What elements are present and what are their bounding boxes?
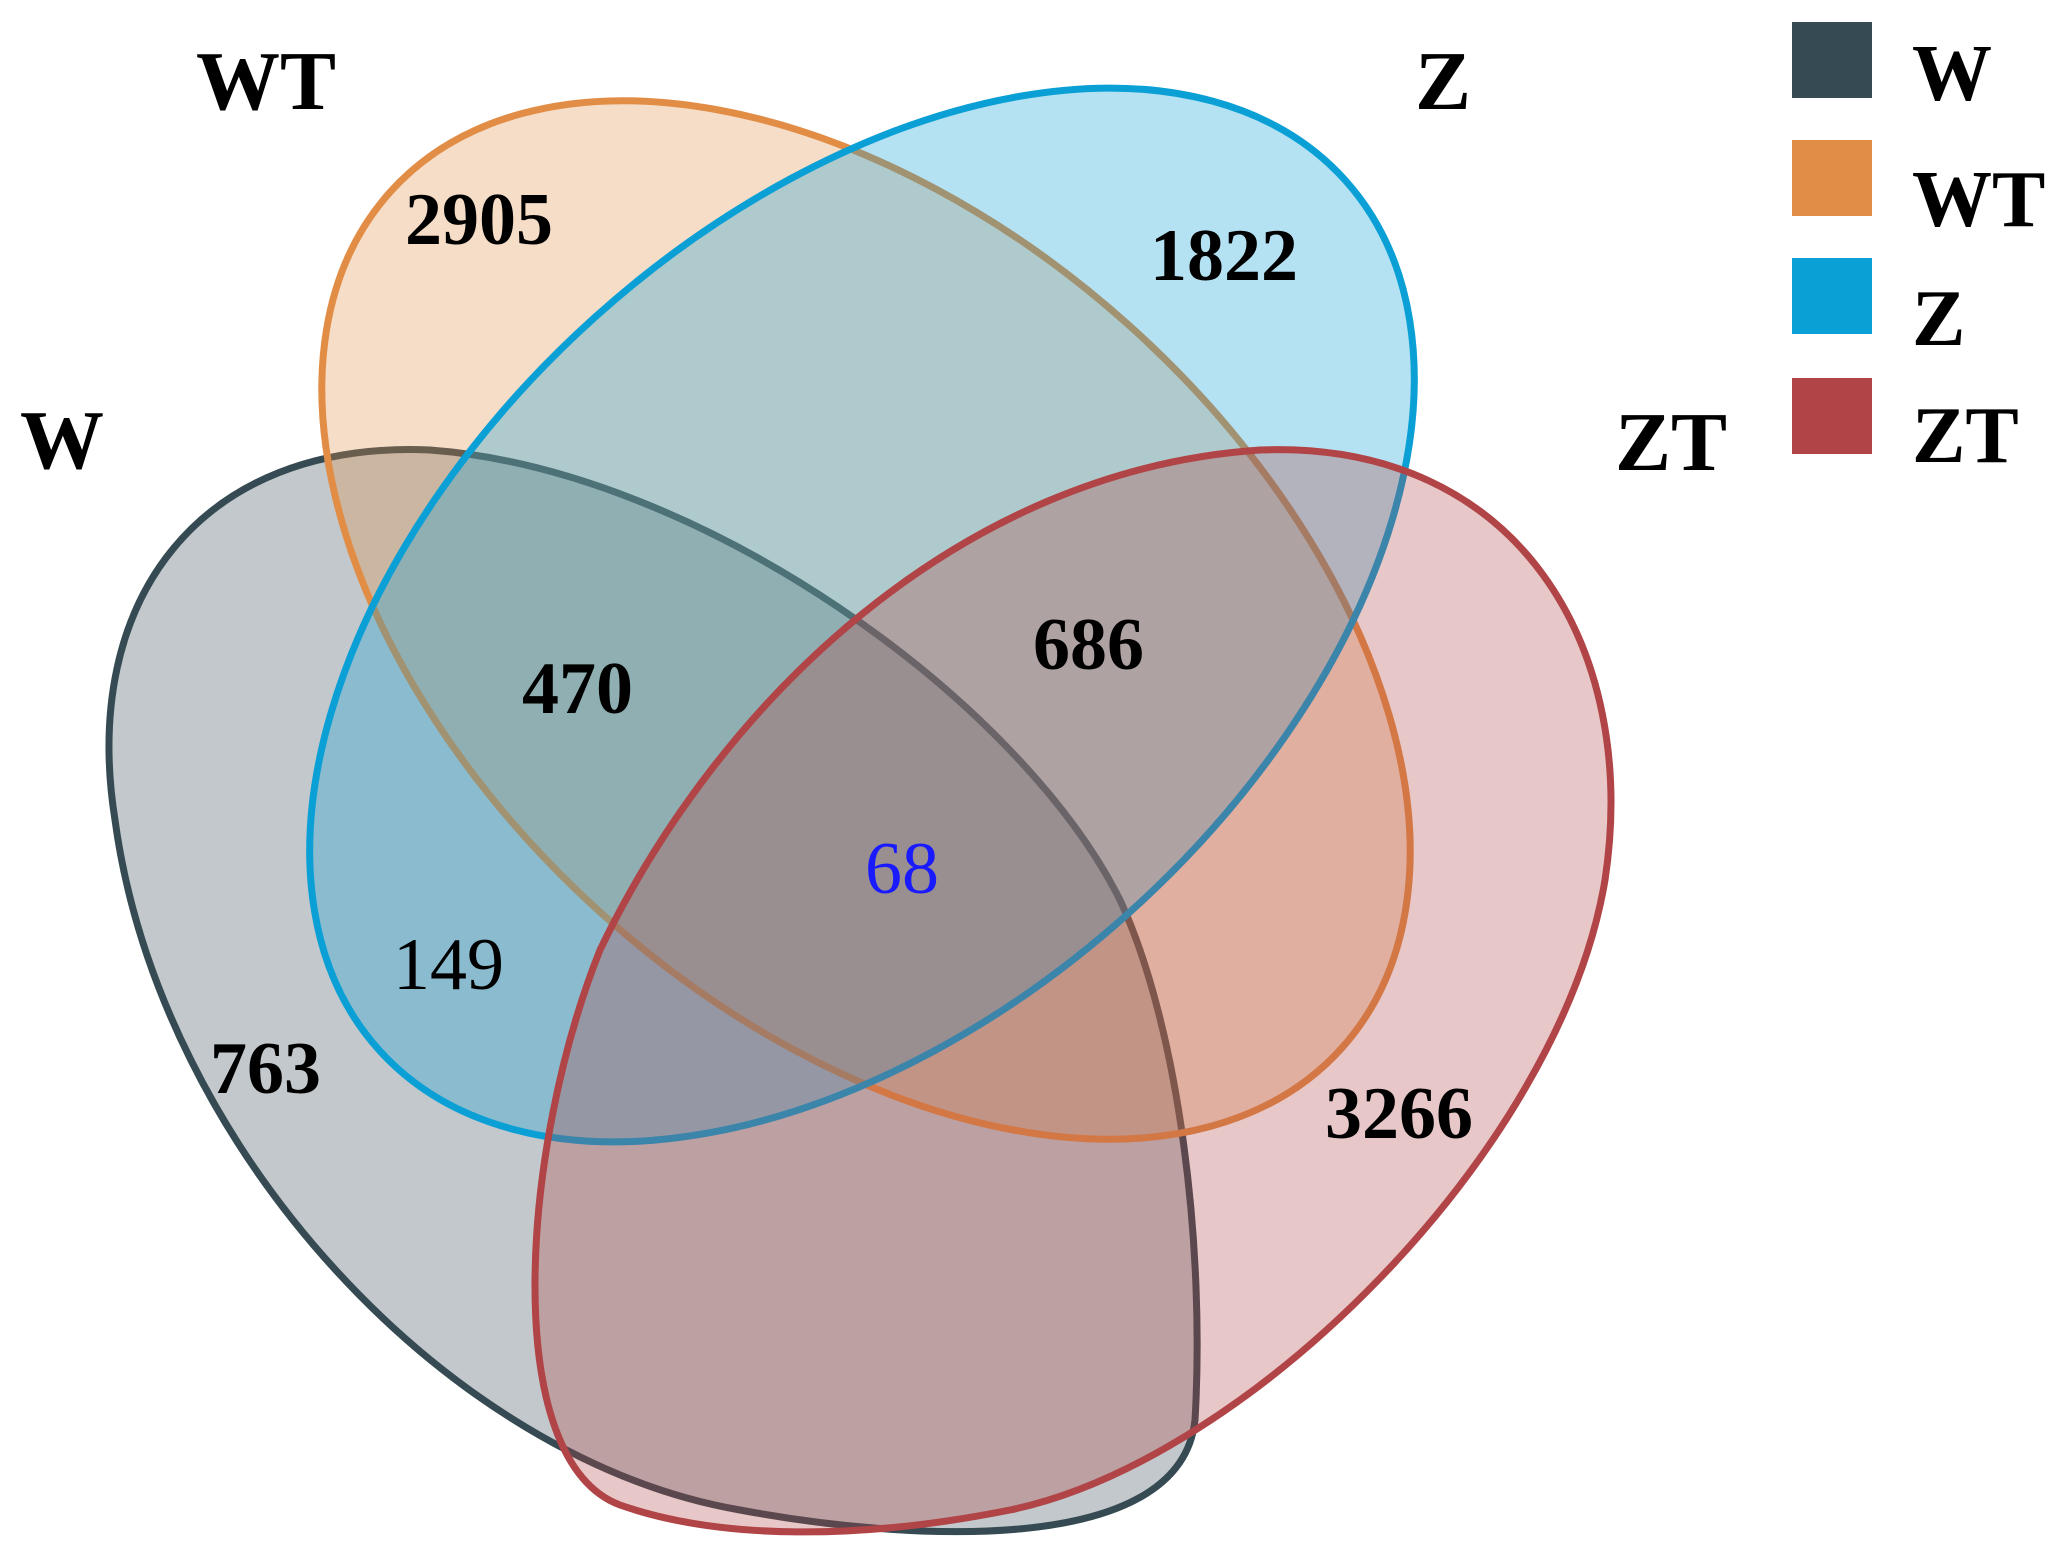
legend-swatch-z (1792, 258, 1872, 334)
count-w-only: 763 (210, 1028, 321, 1110)
legend-label-zt: ZT (1912, 392, 2019, 480)
count-wt-only: 2905 (405, 179, 553, 261)
set-label-wt: WT (196, 35, 336, 128)
count-zt-only: 3266 (1325, 1073, 1473, 1155)
legend: W WT Z ZT (1792, 22, 2045, 480)
count-w-wt-z: 470 (522, 648, 633, 730)
set-w-region (105, 446, 1201, 1536)
set-label-zt: ZT (1615, 396, 1727, 489)
count-all: 68 (865, 828, 939, 910)
count-wt-z-zt: 686 (1033, 604, 1144, 686)
legend-swatch-zt (1792, 378, 1872, 454)
legend-label-w: W (1912, 30, 1992, 118)
legend-label-z: Z (1912, 275, 1965, 363)
count-w-z: 149 (393, 924, 504, 1006)
legend-swatch-wt (1792, 140, 1872, 216)
set-wt-region (318, 97, 1414, 1143)
set-label-z: Z (1415, 35, 1471, 128)
set-zt-region (531, 446, 1615, 1536)
count-z-only: 1822 (1150, 215, 1298, 297)
set-label-w: W (20, 394, 104, 487)
legend-label-wt: WT (1912, 156, 2045, 244)
legend-swatch-w (1792, 22, 1872, 98)
